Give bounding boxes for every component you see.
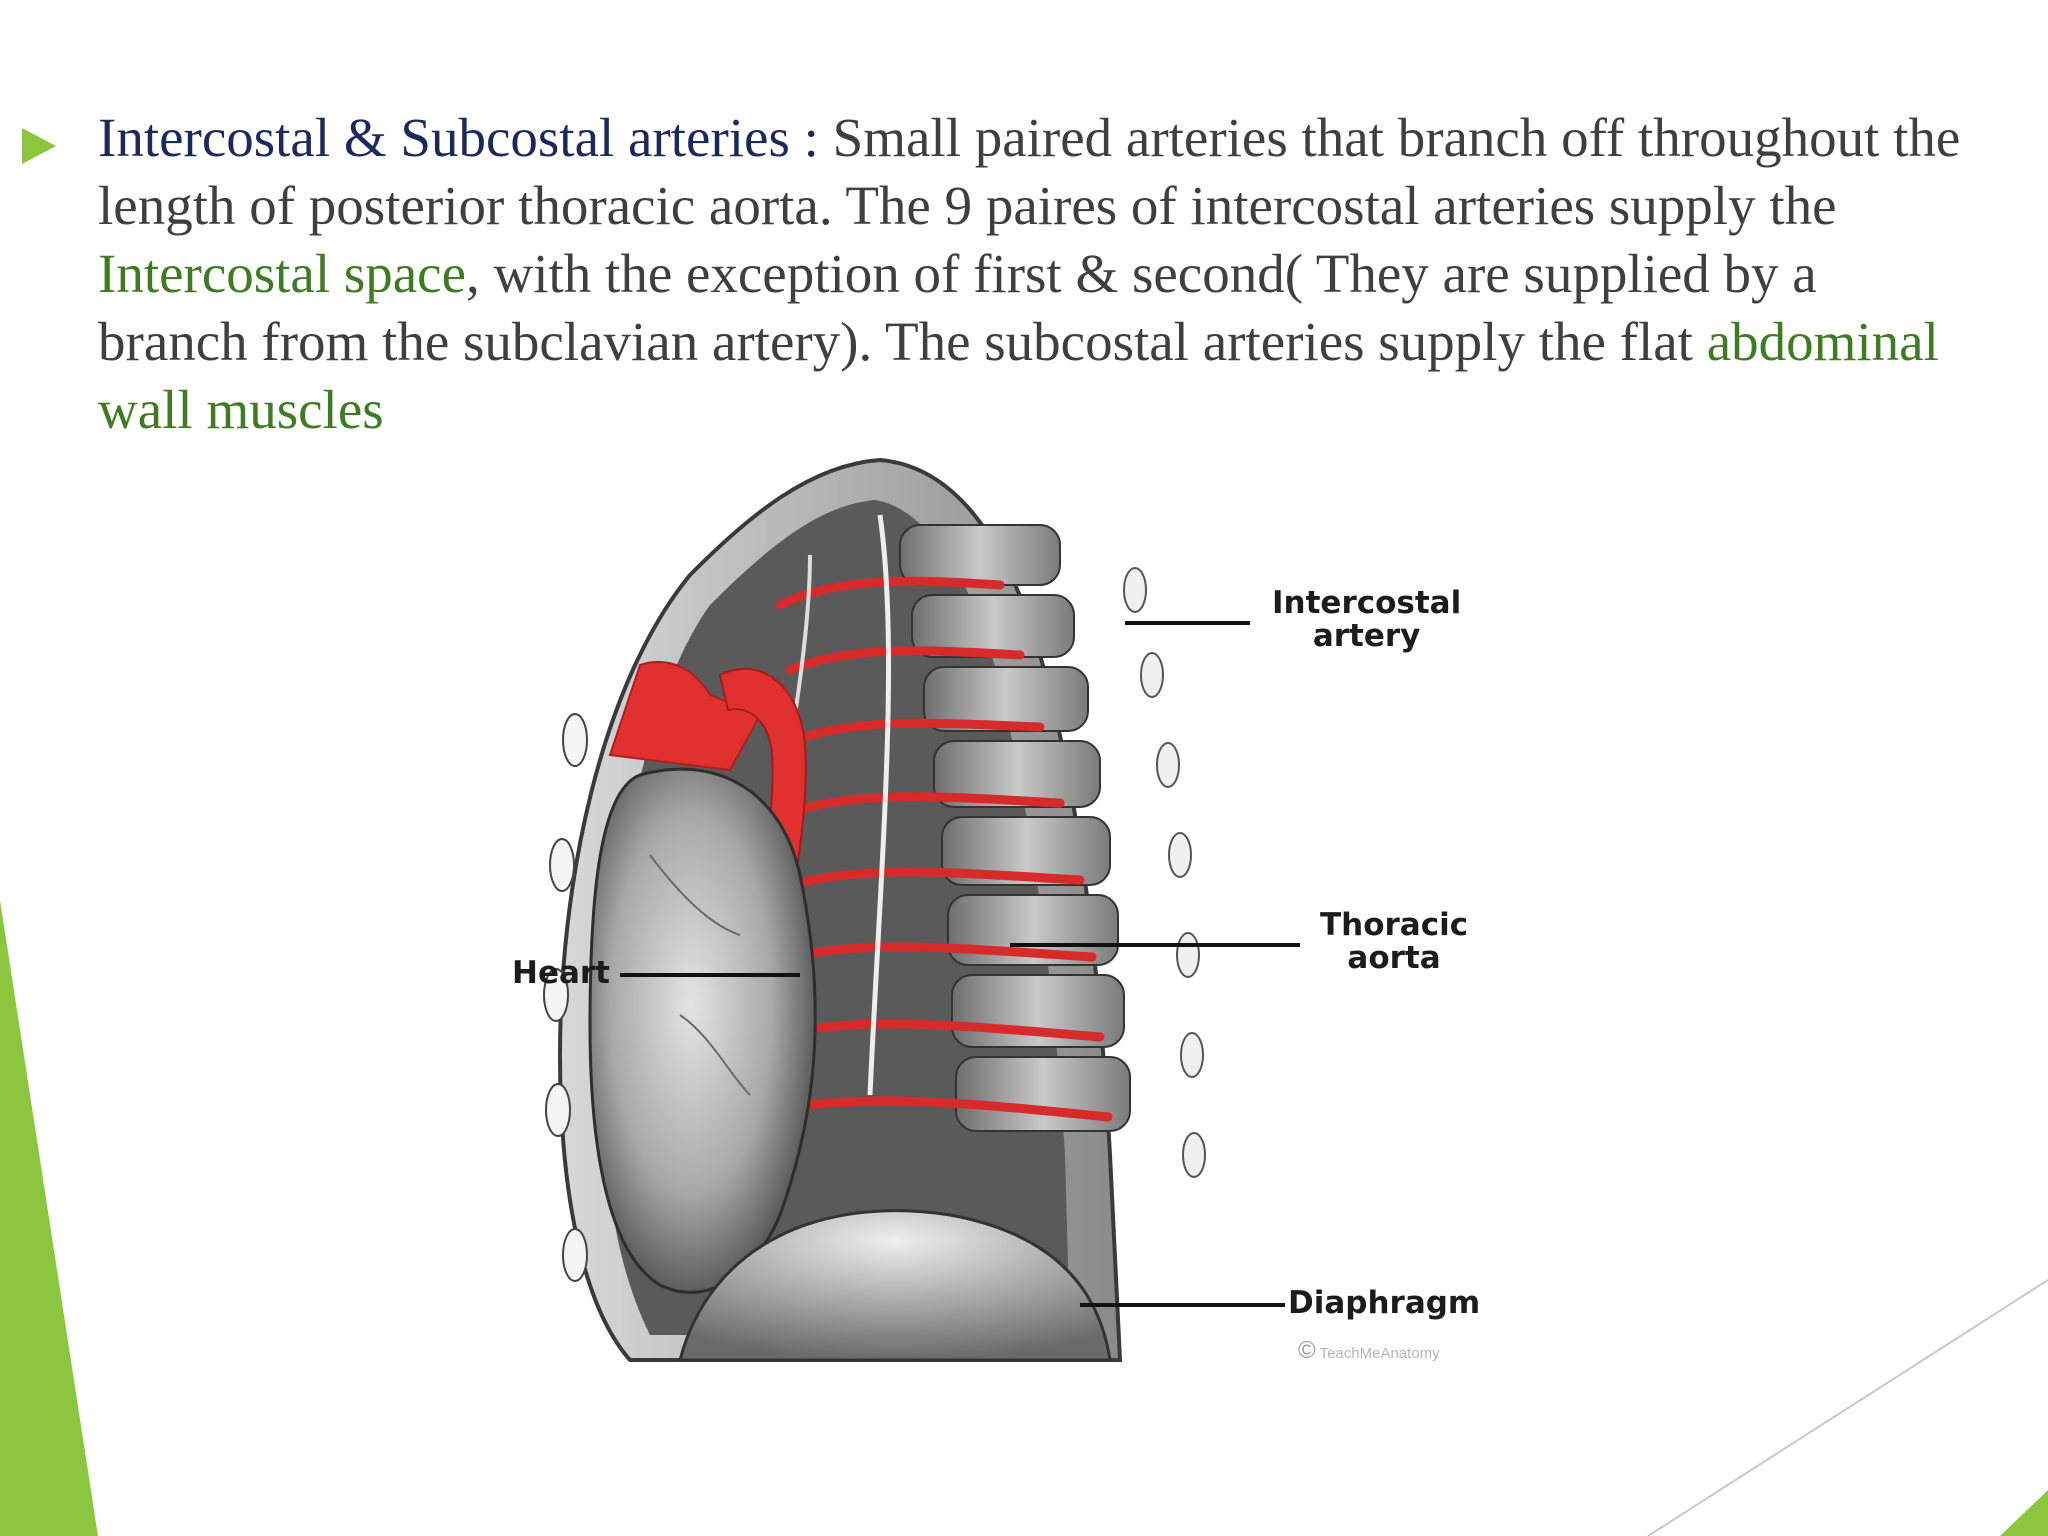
sympathetic-trunk <box>867 514 892 1096</box>
label-diaphragm: Diaphragm <box>1288 1285 1481 1321</box>
label-intercostal-line1: Intercostal <box>1272 585 1462 621</box>
highlight-intercostal-space: Intercostal space <box>98 243 467 304</box>
thoracic-anatomy-figure: Intercostal artery Heart Thoracic aorta … <box>480 455 1540 1375</box>
bullet-text: Intercostal & Subcostal arteries : Small… <box>98 104 1978 444</box>
intercostal-arteries <box>775 576 1113 1122</box>
left-green-triangle <box>0 900 98 1536</box>
label-thoracic-aorta: Thoracic aorta <box>1320 909 1468 975</box>
heart <box>588 767 817 1294</box>
bottom-right-diagonal-line <box>1647 1279 2048 1536</box>
thorax-illustration <box>543 457 1300 1362</box>
label-heart: Heart <box>512 955 610 991</box>
highlight-abdominal-wall-muscles: abdominal wall muscles <box>98 311 1939 440</box>
label-intercostal-artery: Intercostal artery <box>1272 587 1461 653</box>
bottom-right-green-triangle <box>2000 1490 2048 1536</box>
label-intercostal-line2: artery <box>1312 618 1421 654</box>
label-thoracic-line1: Thoracic <box>1320 907 1469 943</box>
anterior-ribs <box>543 713 588 1282</box>
credit-text: TeachMeAnatomy <box>1319 1345 1440 1362</box>
label-thoracic-line2: aorta <box>1347 940 1441 976</box>
body-text-1: Small paired arteries that branch off th… <box>98 107 1961 236</box>
image-credit: © TeachMeAnatomy <box>1298 1337 1440 1365</box>
copyright-icon: © <box>1298 1337 1316 1364</box>
posterior-rib-ends <box>1123 567 1206 1178</box>
body-text-2: , with the exception of first & second( … <box>98 243 1817 372</box>
triangle-bullet-icon <box>22 128 56 164</box>
term-heading: Intercostal & Subcostal arteries : <box>98 107 819 168</box>
